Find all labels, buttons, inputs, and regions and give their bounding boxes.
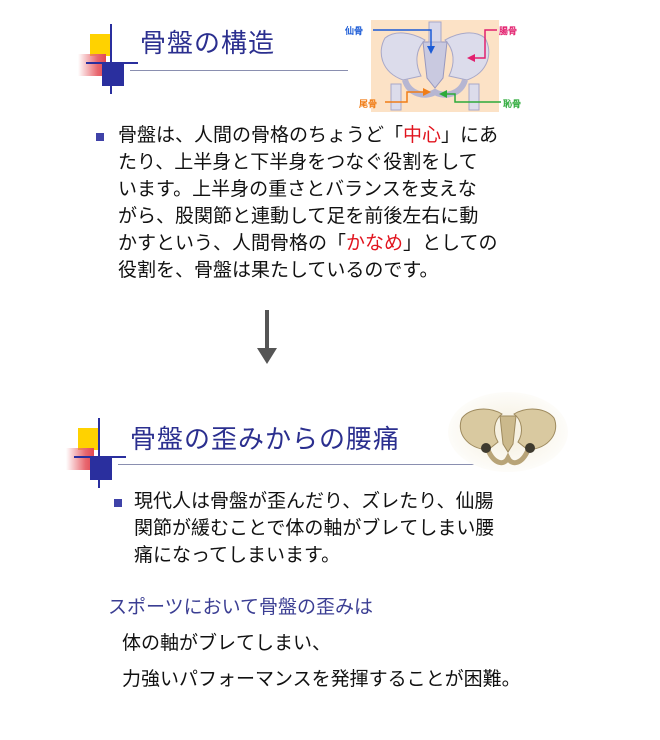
text-segment: 」としての <box>403 232 498 254</box>
paragraph-line: がら、股関節と連動して足を前後左右に動 <box>118 203 498 230</box>
paragraph-line: かすという、人間骨格の「かなめ」としての <box>118 230 498 257</box>
section2-title: 骨盤の歪みからの腰痛 <box>130 425 401 455</box>
text-segment: がら、股関節と連動して足を前後左右に動 <box>118 205 479 227</box>
bullet <box>114 499 122 507</box>
title-underline <box>130 70 348 71</box>
title-emblem-icon <box>66 418 136 488</box>
title-emblem-icon <box>78 24 148 94</box>
bullet <box>96 133 104 141</box>
paragraph-line: 関節が緩むことで体の軸がブレてしまい腰 <box>134 517 495 539</box>
section2-paragraph: 現代人は骨盤が歪んだり、ズレたり、仙腸関節が緩むことで体の軸がブレてしまい腰痛に… <box>134 488 494 569</box>
paragraph-line: 役割を、骨盤は果たしているのです。 <box>118 257 498 284</box>
text-segment: 骨盤は、人間の骨格のちょうど「 <box>118 124 404 146</box>
paragraph-line: 痛になってしまいます。 <box>134 544 341 566</box>
emphasis-text: 中心 <box>403 124 442 146</box>
text-segment: 役割を、骨盤は果たしているのです。 <box>118 259 439 281</box>
label-pubis: 恥骨 <box>503 100 522 110</box>
paragraph-line: 骨盤は、人間の骨格のちょうど「中心」にあ <box>118 122 498 149</box>
body-line-1: 体の軸がブレてしまい、 <box>122 632 332 654</box>
section1-paragraph: 骨盤は、人間の骨格のちょうど「中心」にあたり、上半身と下半身をつなぐ役割をしてい… <box>118 122 498 284</box>
paragraph-line: 現代人は骨盤が歪んだり、ズレたり、仙腸 <box>134 490 494 512</box>
label-ilium: 腸骨 <box>499 27 518 37</box>
label-coccyx: 尾骨 <box>359 100 378 110</box>
down-arrow-icon <box>255 310 279 370</box>
label-sacrum: 仙骨 <box>345 27 364 37</box>
section1-title: 骨盤の構造 <box>140 29 276 59</box>
text-segment: 」にあ <box>441 124 499 146</box>
paragraph-line: たり、上半身と下半身をつなぐ役割をして <box>118 149 498 176</box>
emphasis-text: かなめ <box>346 232 404 254</box>
title-underline <box>118 464 478 465</box>
text-segment: たり、上半身と下半身をつなぐ役割をして <box>118 151 478 173</box>
text-segment: かすという、人間骨格の「 <box>118 232 347 254</box>
body-line-2: 力強いパフォーマンスを発揮することが困難。 <box>122 668 521 690</box>
sports-subheading: スポーツにおいて骨盤の歪みは <box>108 596 374 618</box>
pelvis-image <box>448 392 568 472</box>
paragraph-line: います。上半身の重さとバランスを支えな <box>118 176 498 203</box>
text-segment: います。上半身の重さとバランスを支えな <box>118 178 477 200</box>
pelvis-diagram: 仙骨 腸骨 尾骨 恥骨 <box>345 18 525 114</box>
